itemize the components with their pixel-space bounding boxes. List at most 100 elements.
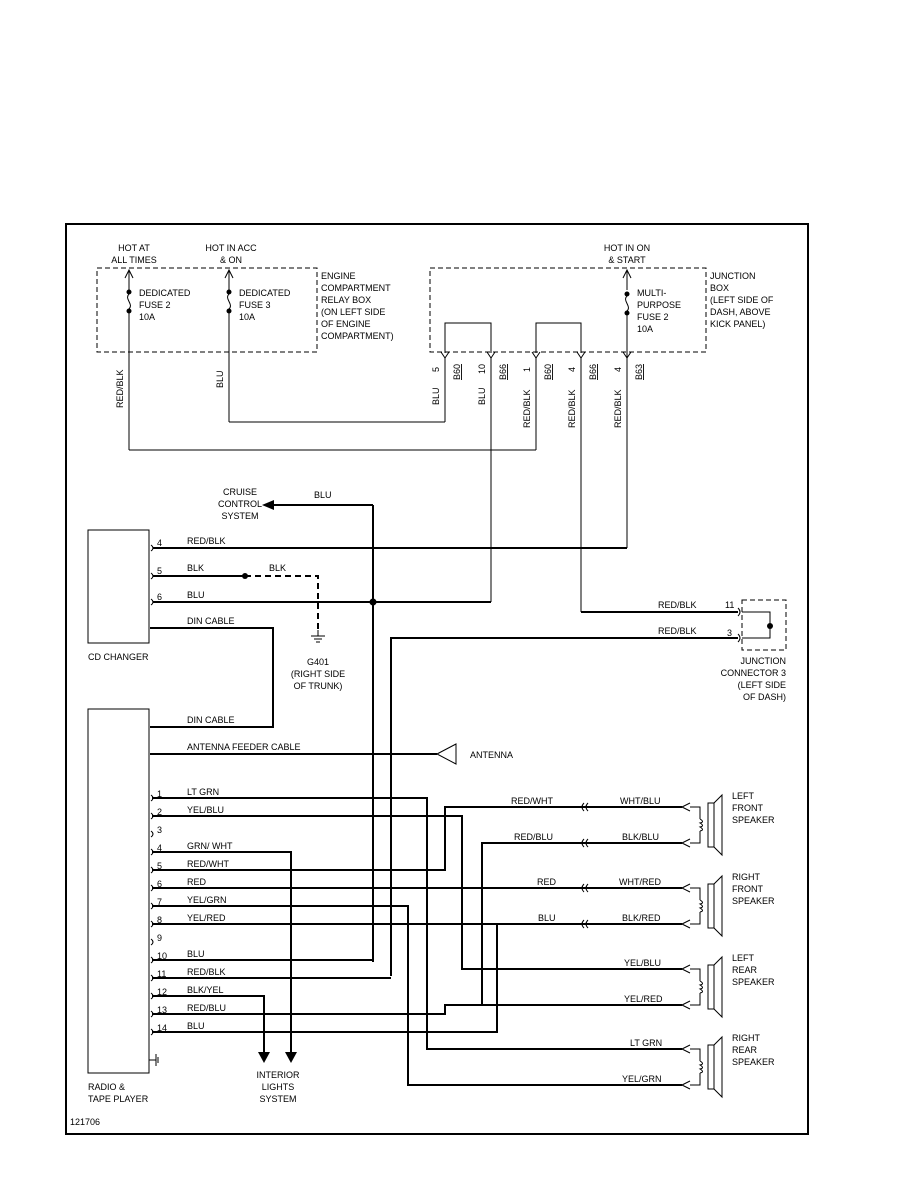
- wire-label: RED/BLK: [658, 626, 697, 636]
- wire-label: RED/WHT: [511, 796, 553, 806]
- pin-number: 4: [567, 367, 577, 372]
- wire-label: RED/BLK: [187, 967, 226, 977]
- connector-id: B66: [588, 364, 598, 380]
- radio-label: RADIO &TAPE PLAYER: [88, 1082, 149, 1104]
- cd-changer-box: [87, 529, 150, 644]
- pin-number: 4: [613, 367, 623, 372]
- pin-number: 6: [157, 879, 162, 889]
- arrow-left-icon: [262, 500, 274, 510]
- connector-pin-icon: [531, 351, 541, 450]
- pin-number: 3: [157, 825, 162, 835]
- svg-text:BLU: BLU: [187, 590, 205, 600]
- pin-number: 11: [725, 600, 734, 610]
- arrow-down-icon: [285, 1052, 297, 1063]
- wire-label: LT GRN: [187, 787, 219, 797]
- pin-number: 11: [157, 969, 166, 979]
- wire-label: RED/BLK: [658, 600, 697, 610]
- pin-number: 9: [157, 933, 162, 943]
- svg-text:6: 6: [157, 592, 162, 602]
- ground-icon: [311, 630, 325, 643]
- pin-number: 1: [157, 789, 162, 799]
- wire-label: RED/BLK: [115, 369, 125, 408]
- wire-label: BLK/BLU: [622, 832, 659, 842]
- junction-box: [429, 267, 707, 353]
- antenna-cable-label: ANTENNA FEEDER CABLE: [187, 742, 301, 752]
- wire-label: BLK/RED: [622, 913, 661, 923]
- hot-in-on-start-label: HOT IN ON& START: [604, 243, 650, 265]
- wire-label: YEL/GRN: [622, 1074, 662, 1084]
- svg-text:5: 5: [157, 566, 162, 576]
- pin-number: 10: [157, 951, 167, 961]
- connector-id: B66: [498, 364, 508, 380]
- din-cable-label: DIN CABLE: [187, 616, 235, 626]
- speaker-icon: [681, 1035, 723, 1099]
- fuse-icon: [624, 291, 630, 316]
- antenna-label: ANTENNA: [470, 750, 513, 760]
- pin-number: 1: [522, 367, 532, 372]
- cruise-wire-label: BLU: [314, 490, 332, 500]
- pin-number: 12: [157, 987, 167, 997]
- connector-pin-icon: [440, 351, 450, 422]
- pin-number: 5: [431, 367, 441, 372]
- pin-number: 7: [157, 897, 162, 907]
- wire-label: RED: [537, 877, 557, 887]
- fuse-icon: [126, 289, 132, 314]
- connector-id: B60: [452, 364, 462, 380]
- junction-jumper: [535, 322, 582, 353]
- connector-pin-icon: [622, 351, 632, 359]
- connector-id: B63: [634, 364, 644, 380]
- wire-label: RED/BLU: [514, 832, 553, 842]
- pin-number: 2: [157, 807, 162, 817]
- junction-connector-3: [741, 599, 787, 651]
- wire-label: YEL/RED: [624, 994, 663, 1004]
- svg-text:BLK: BLK: [269, 563, 286, 573]
- wire-label: YEL/BLU: [624, 958, 661, 968]
- antenna-icon: [435, 743, 457, 765]
- inline-connector-icon: [581, 919, 589, 929]
- diagram-frame: [65, 223, 809, 1135]
- fuse-icon: [226, 289, 232, 314]
- speaker-icon: [681, 793, 723, 857]
- wire-label: BLU: [187, 1021, 205, 1031]
- radio-pin-3: 3: [150, 825, 162, 838]
- wire-label: BLU: [187, 949, 205, 959]
- speaker-icon: [681, 874, 723, 938]
- wire-label: RED/WHT: [187, 859, 229, 869]
- diagram-id: 121706: [70, 1117, 100, 1127]
- wire-label: BLU: [215, 370, 225, 388]
- junction-jumper: [444, 322, 492, 353]
- radio-pin-9: 9: [150, 933, 162, 946]
- inline-connector-icon: [581, 802, 589, 812]
- pin-number: 8: [157, 915, 162, 925]
- wire-label: RED/BLK: [567, 389, 577, 428]
- wire-label: BLU: [477, 387, 487, 405]
- hot-in-acc-on-label: HOT IN ACC& ON: [205, 243, 257, 265]
- wire-label: LT GRN: [630, 1038, 662, 1048]
- pin-number: 4: [157, 843, 162, 853]
- ground-icon: [149, 1054, 159, 1066]
- wire-label: RED: [187, 877, 207, 887]
- wire-label: YEL/RED: [187, 913, 226, 923]
- wire-label: GRN/ WHT: [187, 841, 233, 851]
- wire-label: RED/BLU: [187, 1003, 226, 1013]
- connector-id: B60: [543, 364, 553, 380]
- cd-pin-5: 5 BLK BLK: [150, 563, 319, 630]
- wire-label: BLU: [431, 387, 441, 405]
- svg-text:BLK: BLK: [187, 563, 204, 573]
- pin-number: 5: [157, 861, 162, 871]
- inline-connector-icon: [581, 883, 589, 893]
- svg-text:RED/BLK: RED/BLK: [187, 536, 226, 546]
